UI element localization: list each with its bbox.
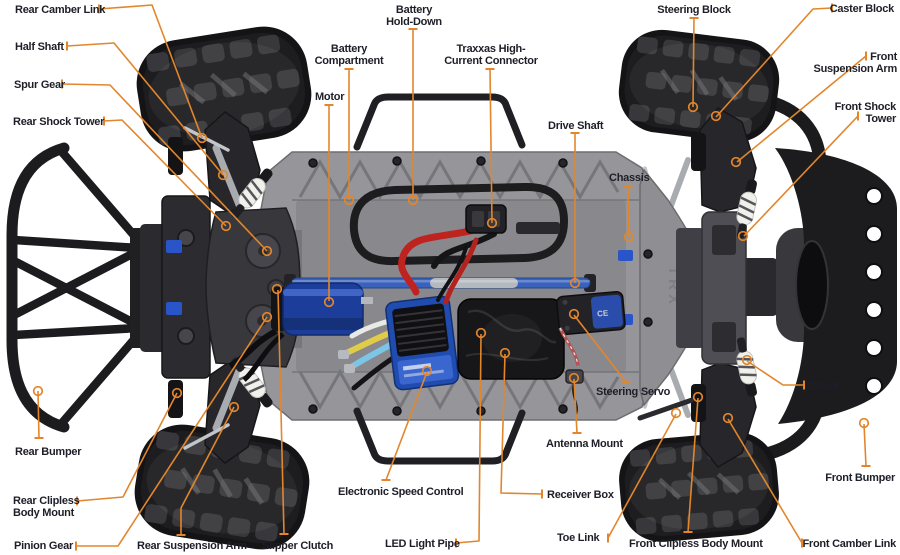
rear-bumper-illustration <box>6 142 168 433</box>
leader-endpoint-front-shock-tower <box>737 230 749 242</box>
leader-endpoint-slipper-clutch <box>271 283 283 295</box>
bottom-body-strap <box>353 407 526 465</box>
leader-line-rear-shock-tower <box>103 119 227 227</box>
leader-endpoint-rear-bumper <box>32 385 44 397</box>
leader-endpoint-caster-block <box>710 110 722 122</box>
leader-line-spur-gear <box>61 83 268 252</box>
leader-endpoint-steering-servo <box>568 308 580 320</box>
leader-line-steering-block <box>692 17 695 108</box>
leader-line-antenna-mount <box>573 378 578 434</box>
leader-endpoint-shock <box>741 354 753 366</box>
esc-illustration <box>385 295 460 391</box>
leader-endpoint-front-clipless-body-mount <box>692 391 704 403</box>
receiver-box-illustration <box>457 298 565 380</box>
power-wiring <box>398 222 497 305</box>
leader-endpoint-steering-block <box>687 101 699 113</box>
tire-front-right <box>616 429 783 545</box>
leader-endpoint-traxxas-high-current-connector <box>486 217 498 229</box>
traxxas-connector-illustration <box>465 204 507 234</box>
leader-line-caster-block <box>715 7 833 118</box>
leader-endpoint-led-light-pipe <box>475 327 487 339</box>
leader-line-rear-bumper <box>37 390 40 439</box>
leader-endpoint-front-bumper <box>858 417 870 429</box>
leader-endpoint-chassis <box>623 231 635 243</box>
leader-line-steering-servo <box>573 314 627 383</box>
top-body-strap <box>353 93 526 151</box>
servo-wire <box>558 327 580 367</box>
leader-endpoint-antenna-mount <box>568 372 580 384</box>
leader-line-slipper-clutch <box>277 289 285 535</box>
leader-line-traxxas-high-current-connector <box>489 68 493 224</box>
tire-front-left <box>614 25 784 147</box>
leader-line-shock <box>746 360 804 386</box>
leader-endpoint-front-camber-link <box>722 412 734 424</box>
leader-endpoint-battery-compartment <box>343 194 355 206</box>
leader-endpoint-pinion-gear <box>261 311 273 323</box>
leader-endpoint-receiver-box <box>499 347 511 359</box>
leader-endpoint-front-suspension-arm <box>730 156 742 168</box>
leader-endpoint-half-shaft <box>217 169 229 181</box>
leader-line-chassis <box>627 186 630 238</box>
leader-line-front-camber-link <box>727 418 803 544</box>
battery-strap <box>349 182 568 266</box>
leader-endpoint-spur-gear <box>261 245 273 257</box>
leader-endpoint-drive-shaft <box>569 277 581 289</box>
leader-endpoint-rear-clipless-body-mount <box>171 387 183 399</box>
leader-line-electronic-speed-control <box>385 371 428 481</box>
front-bulkhead <box>618 211 747 365</box>
leader-endpoint-rear-camber-link <box>196 132 208 144</box>
leader-line-rear-camber-link <box>98 4 203 139</box>
servo-marking-text: CE <box>597 309 610 319</box>
leader-endpoint-motor <box>323 296 335 308</box>
leader-endpoint-battery-hold-down <box>407 194 419 206</box>
leader-line-rear-suspension-arm <box>180 406 235 535</box>
leader-line-front-suspension-arm <box>736 55 867 163</box>
leader-line-half-shaft <box>66 42 224 176</box>
leader-line-receiver-box <box>500 353 543 495</box>
leader-endpoint-toe-link <box>670 407 682 419</box>
leader-endpoint-rear-suspension-arm <box>228 401 240 413</box>
leader-line-led-light-pipe <box>455 333 482 544</box>
leader-line-toe-link <box>607 413 677 539</box>
chassis-screws <box>308 156 653 416</box>
servo-illustration: CE <box>556 291 626 336</box>
leader-endpoint-rear-shock-tower <box>220 220 232 232</box>
leader-line-rear-clipless-body-mount <box>76 392 178 502</box>
leader-line-front-bumper <box>863 423 867 467</box>
leader-line-front-clipless-body-mount <box>687 397 699 533</box>
leader-endpoint-electronic-speed-control <box>421 365 433 377</box>
leader-lines <box>32 3 871 551</box>
esc-wires <box>338 317 399 391</box>
leader-line-pinion-gear <box>76 316 268 547</box>
leader-line-front-shock-tower <box>743 115 859 237</box>
